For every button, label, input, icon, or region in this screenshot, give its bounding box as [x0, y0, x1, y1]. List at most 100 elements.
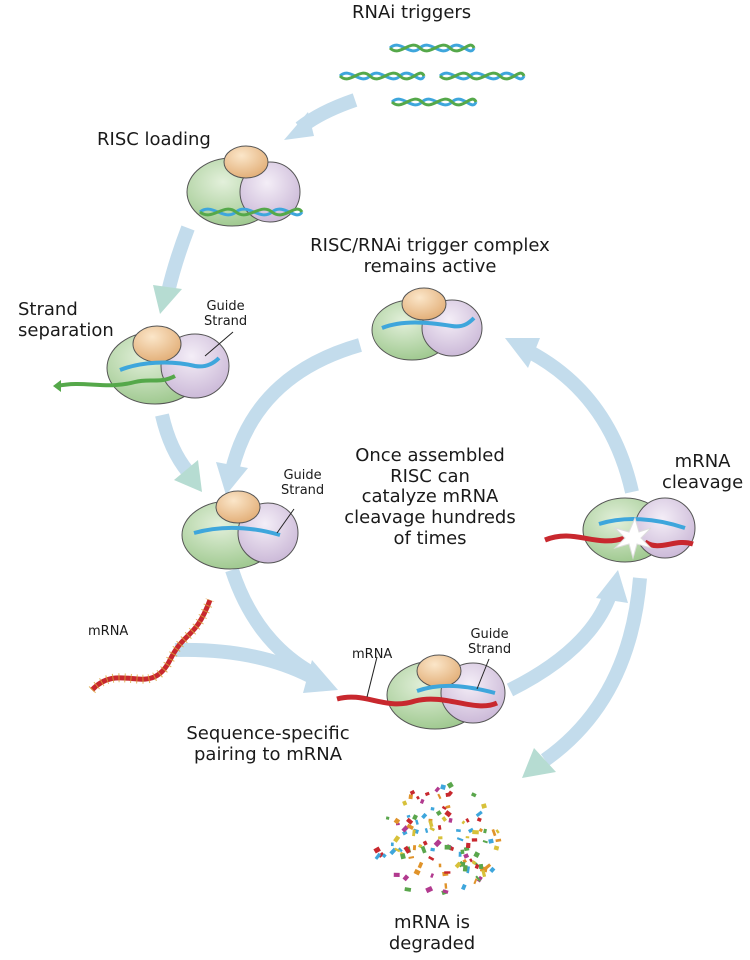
arrow-separation-to-assembled	[155, 413, 194, 477]
mrna-fragment	[403, 845, 411, 854]
guide-strand-2-line-1: Guide	[283, 468, 322, 483]
mrna-fragment	[465, 836, 470, 839]
mrna-fragment	[438, 863, 442, 868]
center-line-4: cleavage hundreds	[344, 507, 516, 529]
mrna-fragment	[406, 817, 414, 825]
degraded-fragments	[373, 781, 502, 896]
mrna-fragment	[471, 860, 477, 865]
mrna-fragment	[438, 836, 443, 840]
mrna-fragment	[434, 786, 441, 793]
mrna-fragment	[412, 829, 416, 837]
cleavage-burst	[613, 516, 653, 560]
cleaved-mrna-right	[643, 539, 694, 549]
arrow-pairing-to-cleavage	[506, 592, 617, 697]
mrna-fragment	[433, 839, 442, 848]
mrna-fragment	[469, 858, 473, 863]
guide-strand	[193, 525, 281, 537]
mrna-fragment	[412, 845, 417, 851]
arrow-head-active	[505, 338, 540, 368]
center-line-3: catalyze mRNA	[361, 486, 499, 508]
trigger-helix-1	[388, 43, 476, 53]
pairing-line-2: pairing to mRNA	[193, 743, 343, 765]
mrna-fragment	[428, 820, 434, 828]
cleavage-risc-complex	[544, 497, 696, 563]
strand-separation-complex	[53, 325, 234, 405]
risc-loading-label: RISC loading	[97, 129, 211, 150]
mrna-cleavage-label: mRNA cleavage	[662, 451, 744, 493]
arrow-loading-to-separation	[161, 225, 195, 294]
strand-separation-line-1: Strand	[18, 299, 78, 320]
mrna-fragment	[465, 818, 470, 823]
degraded-label: mRNA is degraded	[372, 912, 492, 954]
guide-strand-3-line-2: Strand	[468, 641, 512, 657]
guide-strand-label-3: Guide Strand	[468, 627, 512, 658]
mrna-fragment	[445, 792, 451, 797]
mrna-fragment	[417, 861, 424, 869]
mrna-fragment	[460, 849, 465, 855]
mrna-fragment	[400, 853, 406, 860]
guide-strand	[598, 517, 686, 530]
pairing-risc-complex	[336, 654, 506, 730]
mrna-fragment	[468, 827, 474, 834]
mrna-fragment	[381, 853, 387, 859]
active-risc-complex	[371, 287, 483, 361]
mrna-fragment	[437, 793, 442, 800]
center-line-2: RISC can	[390, 465, 470, 487]
mrna-fragment	[394, 847, 401, 853]
mrna-fragment	[437, 825, 442, 830]
mrna-fragment	[481, 869, 487, 878]
mrna-fragment	[444, 810, 452, 818]
degraded-line-2: degraded	[388, 932, 476, 954]
mrna-fragment	[482, 839, 488, 844]
complex-active-line-2: remains active	[363, 255, 497, 277]
mrna-fragment	[435, 810, 442, 816]
mrna-fragment	[415, 819, 419, 825]
arrow-head-cleavage	[596, 570, 628, 603]
mrna-fragment	[454, 861, 462, 869]
mrna-fragment	[488, 838, 494, 844]
mrna-fragment	[429, 826, 436, 832]
guide-strand-label-1: Guide Strand	[204, 299, 247, 330]
mrna-fragment	[442, 889, 449, 894]
complex-active-label: RISC/RNAi trigger complex remains active	[300, 235, 560, 277]
rnai-triggers-label: RNAi triggers	[352, 2, 472, 23]
arrow-cleavage-to-degraded	[540, 577, 647, 766]
strand-separation-line-2: separation	[18, 319, 114, 341]
arrow-mrna-to-pairing	[174, 642, 314, 683]
mrna-fragment	[465, 842, 471, 849]
center-line-5: of times	[393, 527, 467, 549]
mrna-fragment	[424, 791, 430, 797]
mrna-fragment	[397, 847, 403, 853]
bound-mrna-label: mRNA	[352, 647, 393, 662]
mrna-fragment	[412, 814, 418, 821]
mrna-fragment	[406, 823, 414, 830]
mrna-fragment	[475, 875, 482, 882]
mrna-fragment	[478, 863, 484, 870]
center-description: Once assembled RISC can catalyze mRNA cl…	[335, 445, 525, 549]
mrna-fragment	[421, 812, 428, 820]
mrna-fragment	[456, 837, 464, 842]
guide-strand-2-line-2: Strand	[281, 482, 325, 498]
mrna-fragment	[390, 842, 394, 847]
degraded-line-1: mRNA is	[394, 912, 470, 933]
center-line-1: Once assembled	[355, 445, 505, 466]
mrna-fragment	[448, 817, 453, 823]
mrna-fragment	[425, 885, 434, 894]
mrna-fragment	[393, 835, 401, 843]
mrna-cleavage-line-2: cleavage	[662, 471, 744, 493]
mrna-fragment	[373, 846, 381, 854]
mrna-fragment	[424, 828, 429, 834]
mrna-cleavage-line-1: mRNA	[674, 451, 731, 472]
bound-mrna	[336, 694, 499, 709]
mrna-fragment	[473, 878, 478, 885]
mrna-fragment	[445, 804, 451, 809]
mrna-fragment	[385, 816, 390, 820]
rnai-trigger-helices	[338, 43, 526, 107]
mrna-fragment	[444, 883, 448, 889]
pairing-line-1: Sequence-specific	[186, 723, 350, 744]
risc-loading-complex	[186, 145, 304, 227]
mrna-fragment	[472, 830, 479, 835]
arrow-active-to-assembled	[225, 338, 362, 472]
mrna-fragment	[402, 874, 410, 882]
